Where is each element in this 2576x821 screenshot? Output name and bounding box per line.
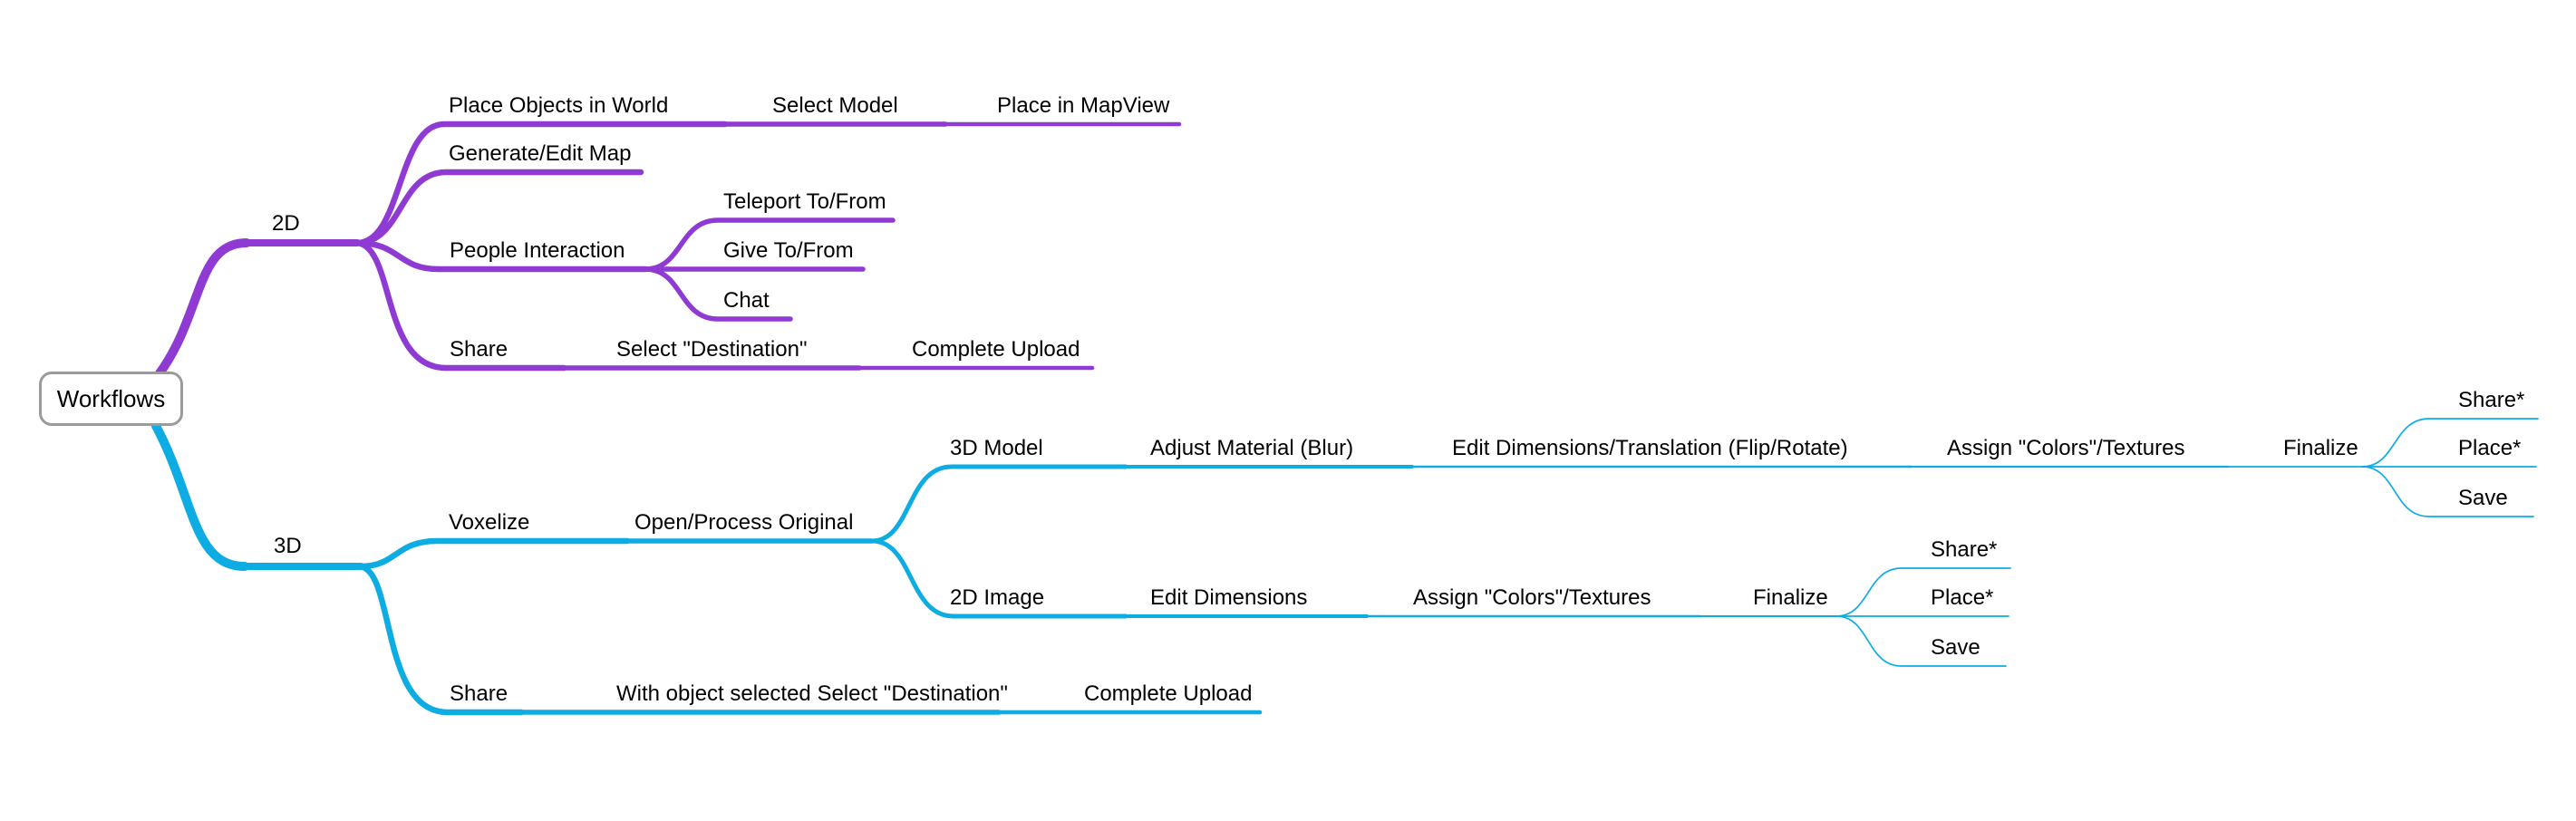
node-label-place-objects-in-world[interactable]: Place Objects in World [449, 93, 669, 118]
edge-2d-people-interaction [353, 239, 649, 273]
node-label-share-2d[interactable]: Share [450, 337, 508, 362]
node-label-assign-colors-textures-1[interactable]: Assign "Colors"/Textures [1947, 436, 2185, 460]
node-label-edit-dimensions[interactable]: Edit Dimensions [1150, 585, 1308, 610]
edge-original-2d-image [869, 538, 1128, 619]
edge-people-chat [643, 266, 793, 322]
node-label-place-star-1[interactable]: Place* [2458, 436, 2522, 460]
node-label-2d-image[interactable]: 2D Image [950, 585, 1045, 610]
node-label-chat[interactable]: Chat [723, 288, 770, 313]
node-label-complete-upload-3d[interactable]: Complete Upload [1084, 681, 1253, 706]
node-label-edit-dimensions-translation[interactable]: Edit Dimensions/Translation (Flip/Rotate… [1452, 436, 1848, 460]
edge-root-3d [151, 421, 249, 571]
node-label-adjust-material-blur[interactable]: Adjust Material (Blur) [1150, 436, 1354, 460]
node-label-complete-upload-2d[interactable]: Complete Upload [912, 337, 1080, 362]
edge-2d-share [353, 239, 567, 372]
edge-original-3d-model [869, 464, 1128, 544]
node-label-finalize-1[interactable]: Finalize [2283, 436, 2358, 460]
node-label-select-destination[interactable]: Select "Destination" [616, 337, 808, 362]
edge-root-2d [155, 238, 251, 378]
node-label-assign-colors-textures-2[interactable]: Assign "Colors"/Textures [1413, 585, 1651, 610]
node-label-select-model[interactable]: Select Model [772, 93, 898, 118]
node-label-open-process-original[interactable]: Open/Process Original [634, 510, 854, 535]
node-label-place-star-2[interactable]: Place* [1931, 585, 1994, 610]
node-label-teleport-to-from[interactable]: Teleport To/From [723, 189, 886, 214]
edge-finalize2-share [1835, 567, 2011, 617]
edge-finalize2-save [1835, 615, 2007, 667]
node-label-share-star-1[interactable]: Share* [2458, 388, 2525, 412]
node-label-generate-edit-map[interactable]: Generate/Edit Map [449, 141, 632, 166]
node-label-with-object-selected-select-destination[interactable]: With object selected Select "Destination… [616, 681, 1008, 706]
node-label-place-in-mapview[interactable]: Place in MapView [997, 93, 1170, 118]
node-label-share-3d[interactable]: Share [450, 681, 508, 706]
edge-3d-share [357, 563, 525, 716]
node-label-workflows: Workflows [56, 384, 166, 412]
edge-finalize1-save [2361, 466, 2534, 517]
node-label-finalize-2[interactable]: Finalize [1753, 585, 1828, 610]
node-label-save-1[interactable]: Save [2458, 486, 2508, 510]
node-label-people-interaction[interactable]: People Interaction [450, 238, 625, 263]
node-label-2d[interactable]: 2D [272, 211, 300, 236]
node-label-3d-model[interactable]: 3D Model [950, 436, 1043, 460]
node-label-give-to-from[interactable]: Give To/From [723, 238, 854, 263]
node-label-3d[interactable]: 3D [274, 534, 302, 558]
edge-finalize1-share [2361, 418, 2539, 468]
node-label-share-star-2[interactable]: Share* [1931, 537, 1998, 562]
node-workflows[interactable]: Workflows [39, 372, 183, 426]
node-label-save-2[interactable]: Save [1931, 635, 1980, 660]
node-label-voxelize[interactable]: Voxelize [449, 510, 530, 535]
edge-3d-voxelize [357, 537, 631, 570]
edge-2d-generate-edit-map [353, 169, 644, 246]
